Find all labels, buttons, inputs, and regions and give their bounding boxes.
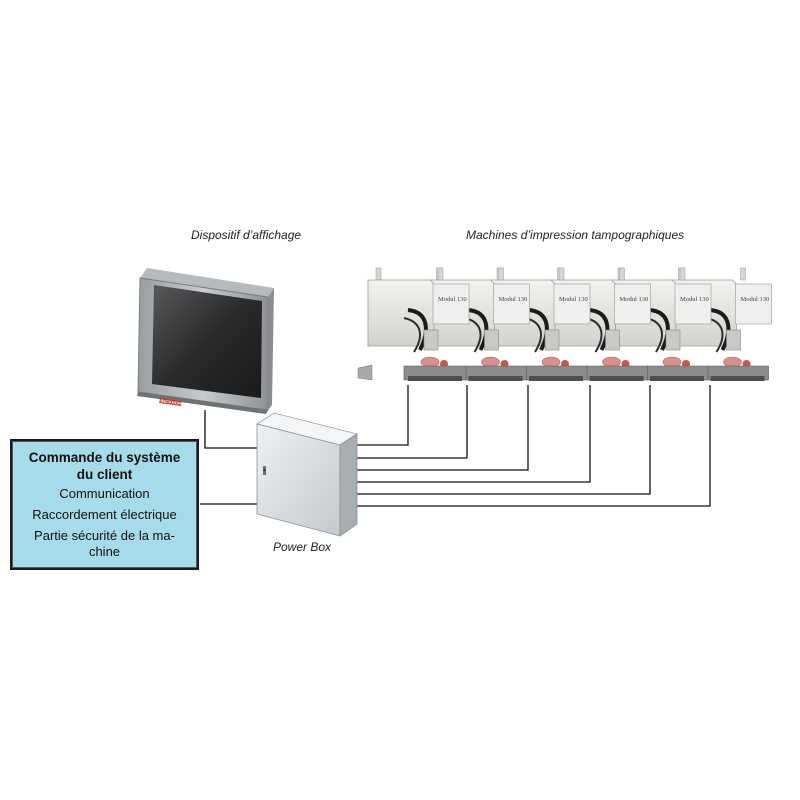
machine-model-label: Modul 130 bbox=[680, 296, 709, 303]
display-device: BECKHOFF bbox=[137, 268, 274, 414]
power-box-caption: Power Box bbox=[273, 540, 332, 554]
machine-model-label: Modul 130 bbox=[438, 296, 467, 303]
display-to-powerbox-line bbox=[204, 410, 258, 449]
machines-caption: Machines d’impression tampographiques bbox=[466, 228, 685, 242]
machine-model-label: Modul 130 bbox=[499, 296, 528, 303]
printing-machines: Modul 130 Modul 130 Modul 130 Modul 130 Modu… bbox=[357, 267, 772, 381]
machine-model-label: Modul 130 bbox=[620, 296, 649, 303]
powerbox-to-machine-2-line bbox=[357, 385, 468, 459]
machine-base-side bbox=[357, 364, 373, 381]
machine-model-label: Modul 130 bbox=[559, 296, 588, 303]
brand-badge bbox=[159, 397, 182, 407]
client-control-box: Commande du système du client Communicat… bbox=[10, 439, 199, 570]
client-line-safety: Partie sécurité de la ma-chine bbox=[34, 528, 175, 559]
machine-model-label: Modul 130 bbox=[741, 296, 770, 303]
client-line-electrical: Raccordement électrique bbox=[32, 507, 177, 522]
powerbox-to-machine-6-line bbox=[357, 385, 711, 507]
powerbox-to-machine-1-line bbox=[357, 385, 409, 446]
client-box-title: Commande du système du client bbox=[28, 450, 181, 482]
brand-text: BECKHOFF bbox=[160, 398, 183, 406]
powerbox-to-machine-4-line bbox=[357, 385, 591, 483]
printing-machine-1: Modul 130 bbox=[367, 267, 470, 381]
powerbox-to-machine-5-line bbox=[357, 385, 651, 495]
connection-lines bbox=[200, 385, 711, 507]
powerbox-to-machine-3-line bbox=[357, 385, 529, 471]
client-line-communication: Communication bbox=[59, 486, 150, 501]
power-box-cabinet bbox=[256, 412, 358, 537]
display-caption: Dispositif d’affichage bbox=[191, 228, 302, 242]
